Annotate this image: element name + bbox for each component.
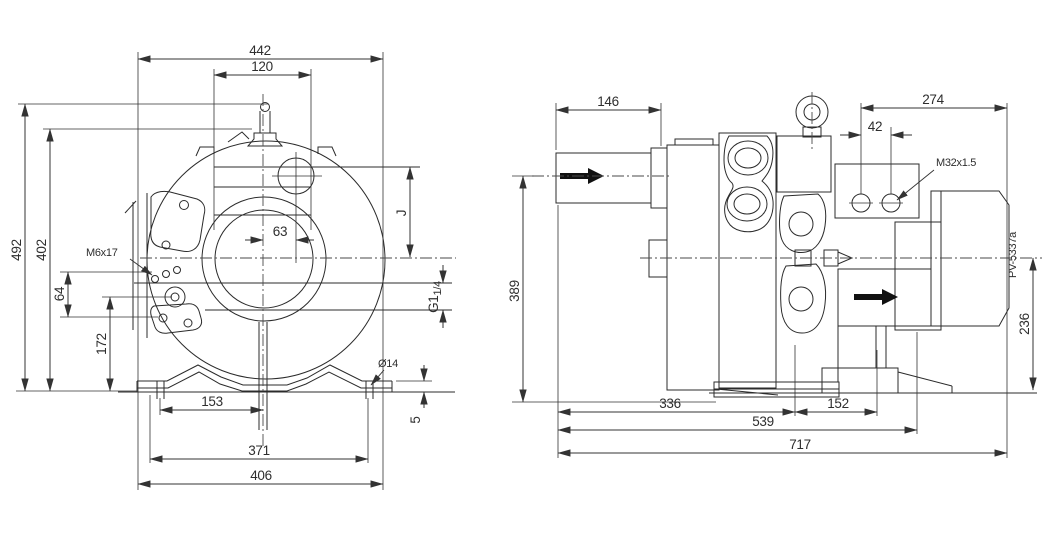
m6-hole [151, 275, 159, 283]
label-part-number: PV-5337a [1007, 231, 1019, 278]
dia14-leader [370, 369, 385, 386]
dim-overall-height: 492 [9, 239, 24, 261]
side-extension-lines [512, 103, 1008, 458]
muffler-casting-1 [723, 135, 774, 233]
motor-end-cap [930, 190, 1010, 327]
dim-5: 5 [408, 416, 423, 423]
muffler-casting-2 [779, 193, 827, 253]
front-base [118, 364, 455, 399]
motor-body [894, 221, 942, 331]
terminal-box [834, 163, 920, 219]
dim-overall-width: 442 [249, 43, 271, 58]
m6-leader [129, 258, 153, 276]
dim-146: 146 [597, 94, 619, 109]
label-dia14: Ø14 [378, 358, 398, 370]
dim-274: 274 [922, 92, 944, 107]
dim-717: 717 [789, 437, 811, 452]
label-m32: M32x1.5 [936, 157, 976, 169]
dim-402: 402 [34, 239, 49, 261]
front-bracket [124, 190, 206, 338]
front-dimension-lines [21, 55, 447, 488]
dim-336: 336 [659, 396, 681, 411]
dim-172: 172 [94, 333, 109, 355]
label-g1-quarter: G11/4 [426, 281, 444, 313]
dim-top-port-width: 120 [251, 59, 273, 74]
outlet-flow-arrow-icon [854, 289, 898, 305]
front-view-outline [134, 102, 452, 430]
dim-236: 236 [1017, 313, 1032, 335]
top-stub [227, 102, 284, 147]
dim-406: 406 [250, 468, 272, 483]
dim-539: 539 [752, 414, 774, 429]
side-feet [709, 326, 1037, 398]
dim-152: 152 [827, 396, 849, 411]
side-dimension-lines [519, 104, 1037, 457]
dim-371: 371 [248, 443, 270, 458]
side-view-outline [555, 92, 1037, 398]
eyebolt [795, 92, 829, 152]
dim-389: 389 [507, 280, 522, 302]
dim-42: 42 [868, 119, 882, 134]
dim-64: 64 [52, 286, 67, 301]
front-extension-lines [16, 52, 432, 490]
side-view: 146 274 42 M32x1.5 PV-5337a 389 236 336 … [507, 92, 1042, 458]
dim-63: 63 [273, 224, 287, 239]
dim-j: J [394, 210, 409, 216]
dim-153: 153 [201, 394, 223, 409]
front-view: 442 120 492 402 64 172 M6x17 63 J G11/4 … [9, 43, 456, 490]
label-m6x17: M6x17 [86, 247, 118, 259]
m32-leader [896, 169, 935, 201]
